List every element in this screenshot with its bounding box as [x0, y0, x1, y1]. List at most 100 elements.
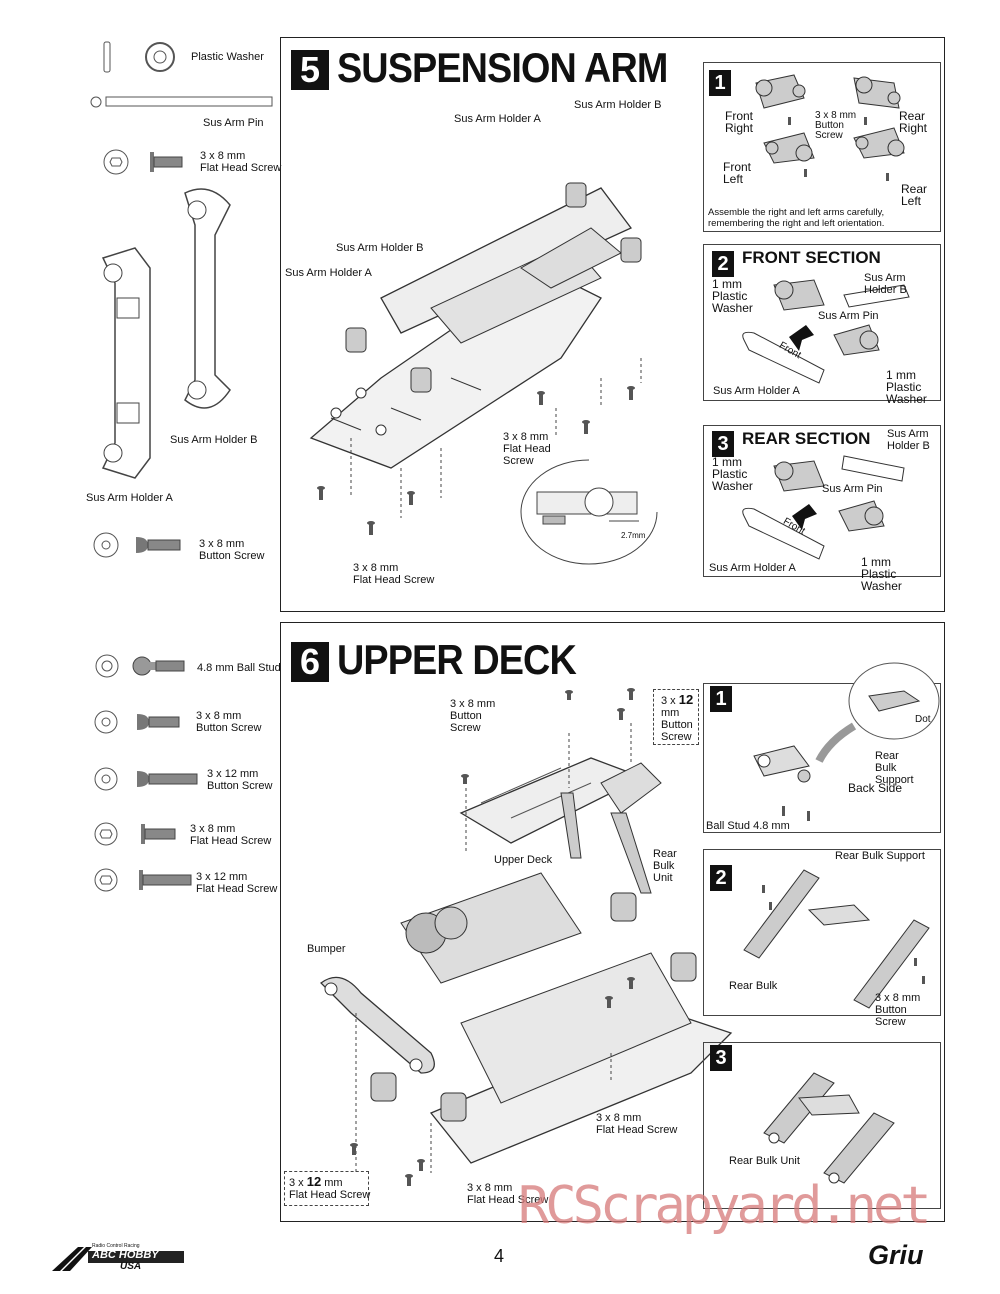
sub1-ball-stud: Ball Stud 4.8 mm [706, 820, 790, 832]
step6-button12-box [653, 689, 699, 745]
abc-hobby-main: ABC HOBBY [92, 1249, 159, 1261]
sub1-note: Assemble the right and left arms careful… [708, 207, 885, 229]
step5-screws [317, 386, 635, 535]
step5-chassis-diagram [309, 182, 642, 518]
step5-sub3-number: 3 [712, 431, 734, 457]
sus-arm-holder-b-label: Sus Arm Holder B [170, 434, 258, 446]
sus-arm-holder-a-part [101, 247, 151, 479]
sub2-rear-bulk-support: Rear Bulk Support [835, 850, 925, 862]
step6-sub1-number: 1 [710, 686, 732, 712]
plastic-washer-label: Plastic Washer [191, 51, 264, 63]
abc-hobby-sub: USA [120, 1261, 142, 1272]
step6-flat12-label: 3 x 12 mm Flat Head Screw [289, 1174, 371, 1201]
sub2-pin: Sus Arm Pin [818, 310, 879, 322]
step6-sub3-diagram [763, 1072, 895, 1184]
step5-panel: 5 SUSPENSION ARM [280, 37, 945, 612]
step6-panel: 6 UPPER DECK [280, 622, 945, 1222]
sus-arm-holder-b-part [184, 188, 231, 409]
step5-dimension-label: 2.7mm [621, 531, 646, 540]
step5-title: SUSPENSION ARM [337, 44, 668, 91]
step6-sub2-number: 2 [710, 865, 732, 891]
step5-sub3-diagram [742, 455, 905, 560]
sub2-holder-a: Sus Arm Holder A [713, 385, 800, 397]
step6-flat12-box [284, 1171, 369, 1206]
button-screw-8-icon [94, 710, 180, 734]
sub3-rear-bulk-unit: Rear Bulk Unit [729, 1155, 800, 1167]
ball-stud-icon [95, 654, 185, 678]
flat-screw-8-icon [94, 822, 176, 846]
sub2-holder-b: Sus Arm Holder B [864, 272, 907, 296]
sub2-rear-bulk: Rear Bulk [729, 980, 778, 992]
step5-sub2-number: 2 [712, 251, 734, 277]
button-screw-icon [93, 532, 181, 558]
step6-title: UPPER DECK [337, 636, 577, 683]
step5-sub1-arms [755, 74, 905, 181]
step5-sub2-title: FRONT SECTION [742, 248, 881, 267]
step6-sub3-number: 3 [710, 1045, 732, 1071]
step5-holder-a-left-label: Sus Arm Holder A [285, 267, 372, 279]
step6-sub3: 3 Rear Bulk Unit [703, 1042, 941, 1209]
step6-sub1-diagram [753, 662, 940, 821]
step6-upper-deck-label: Upper Deck [494, 854, 553, 866]
sus-arm-pin-icon [90, 96, 273, 108]
step5-holder-b-top-label: Sus Arm Holder B [574, 99, 662, 111]
sub3-pin: Sus Arm Pin [822, 483, 883, 495]
step5-holder-b-left-label: Sus Arm Holder B [336, 242, 424, 254]
step5-detail-inset [520, 459, 658, 565]
button-screw-12-icon [94, 767, 198, 791]
sub1-back-side: Back Side [848, 781, 903, 795]
flat-screw-12-icon [94, 868, 192, 892]
step6-assembly-diagram [320, 723, 733, 1173]
flat-head-screw-icon [103, 149, 183, 175]
ball-stud-label: 4.8 mm Ball Stud [197, 662, 281, 674]
sub1-dot: Dot [915, 714, 931, 725]
sus-arm-holder-a-label: Sus Arm Holder A [86, 492, 173, 504]
sub3-holder-a: Sus Arm Holder A [709, 562, 796, 574]
step6-bumper-label: Bumper [307, 943, 346, 955]
plastic-washer-icon [103, 41, 175, 73]
step5-sub2-diagram [742, 279, 910, 384]
abc-hobby-logo [52, 1247, 184, 1271]
watermark: RCScrapyard.net [518, 1176, 932, 1236]
page-number: 4 [494, 1246, 505, 1266]
step5-sub3-title: REAR SECTION [742, 429, 871, 448]
step5-holder-a-top-label: Sus Arm Holder A [454, 113, 541, 125]
step5-sub1-number: 1 [709, 70, 731, 96]
step6-number: 6 [291, 642, 329, 682]
step6-sub2-diagram [743, 869, 930, 1009]
abc-hobby-small: Radio Control Racing [92, 1243, 140, 1249]
step6-screws [350, 688, 635, 1186]
grip-logo: Griu [868, 1240, 924, 1270]
step5-number: 5 [291, 50, 329, 90]
